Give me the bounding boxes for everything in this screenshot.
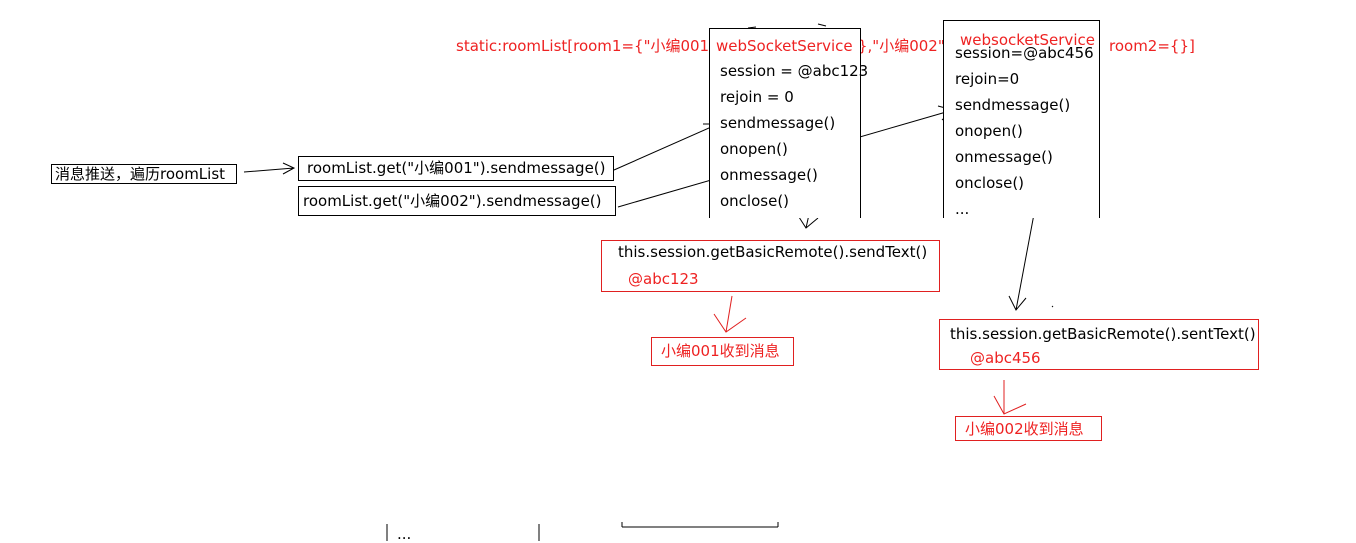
service2-member-ellipsis: ...	[955, 200, 970, 218]
service-title-1: webSocketService	[716, 37, 853, 55]
service2-member-rejoin: rejoin=0	[955, 70, 1020, 88]
service-box-1: webSocketService session = @abc123 rejoi…	[709, 28, 868, 218]
arrow-call1-to-service1	[613, 123, 719, 171]
service2-member-onmessage: onmessage()	[955, 148, 1053, 166]
arrow-trigger-to-calls	[243, 162, 296, 175]
service1-member-onclose: onclose()	[720, 192, 790, 210]
result-box-2: 小编002收到消息	[955, 416, 1102, 441]
service2-member-onopen: onopen()	[955, 122, 1023, 140]
call-label-1: roomList.get("小编001").sendmessage()	[307, 159, 606, 177]
call-label-2: roomList.get("小编002").sendmessage()	[303, 192, 602, 210]
static-roomlist-part2: },"小编002"=	[858, 37, 958, 55]
arrow-senttext-to-result2	[993, 380, 1027, 415]
result-box-1: 小编001收到消息	[651, 337, 794, 366]
tick-mark-3	[1051, 305, 1054, 308]
send-method-2: this.session.getBasicRemote().sentText()	[950, 325, 1256, 343]
static-roomlist-part1: static:roomList[room1={"小编001"	[456, 37, 717, 55]
service1-member-sendmessage: sendmessage()	[720, 114, 836, 132]
bottom-ellipsis: ...	[397, 525, 412, 543]
result-label-2: 小编002收到消息	[965, 420, 1084, 438]
service-box-2: websocketService session=@abc456 rejoin=…	[943, 20, 1100, 218]
arrow-sendtext-to-result1	[713, 295, 747, 333]
send-session-2: @abc456	[970, 349, 1041, 367]
send-session-1: @abc123	[628, 270, 699, 288]
static-roomlist-part3: ，room2={}]	[1094, 37, 1195, 55]
send-box-1: this.session.getBasicRemote().sendText()…	[601, 240, 940, 292]
service1-member-onopen: onopen()	[720, 140, 788, 158]
tick-mark-2	[817, 23, 827, 27]
trigger-label: 消息推送，遍历roomList	[55, 165, 226, 183]
result-label-1: 小编001收到消息	[661, 342, 780, 360]
service1-member-onmessage: onmessage()	[720, 166, 818, 184]
tick-mark-1	[747, 26, 757, 29]
service1-member-session: session = @abc123	[720, 62, 869, 80]
bottom-line-right	[621, 522, 779, 528]
service2-member-session: session=@abc456	[955, 44, 1094, 62]
send-box-2: this.session.getBasicRemote().sentText()…	[939, 319, 1259, 370]
call-box-2: roomList.get("小编002").sendmessage()	[298, 186, 616, 216]
service-title-2: websocketService	[960, 31, 1095, 49]
trigger-box: 消息推送，遍历roomList	[51, 164, 237, 184]
service2-member-onclose: onclose()	[955, 174, 1025, 192]
service1-member-rejoin: rejoin = 0	[720, 88, 794, 106]
send-method-1: this.session.getBasicRemote().sendText()	[618, 243, 928, 261]
call-box-1: roomList.get("小编001").sendmessage()	[298, 156, 614, 181]
service2-member-sendmessage: sendmessage()	[955, 96, 1071, 114]
